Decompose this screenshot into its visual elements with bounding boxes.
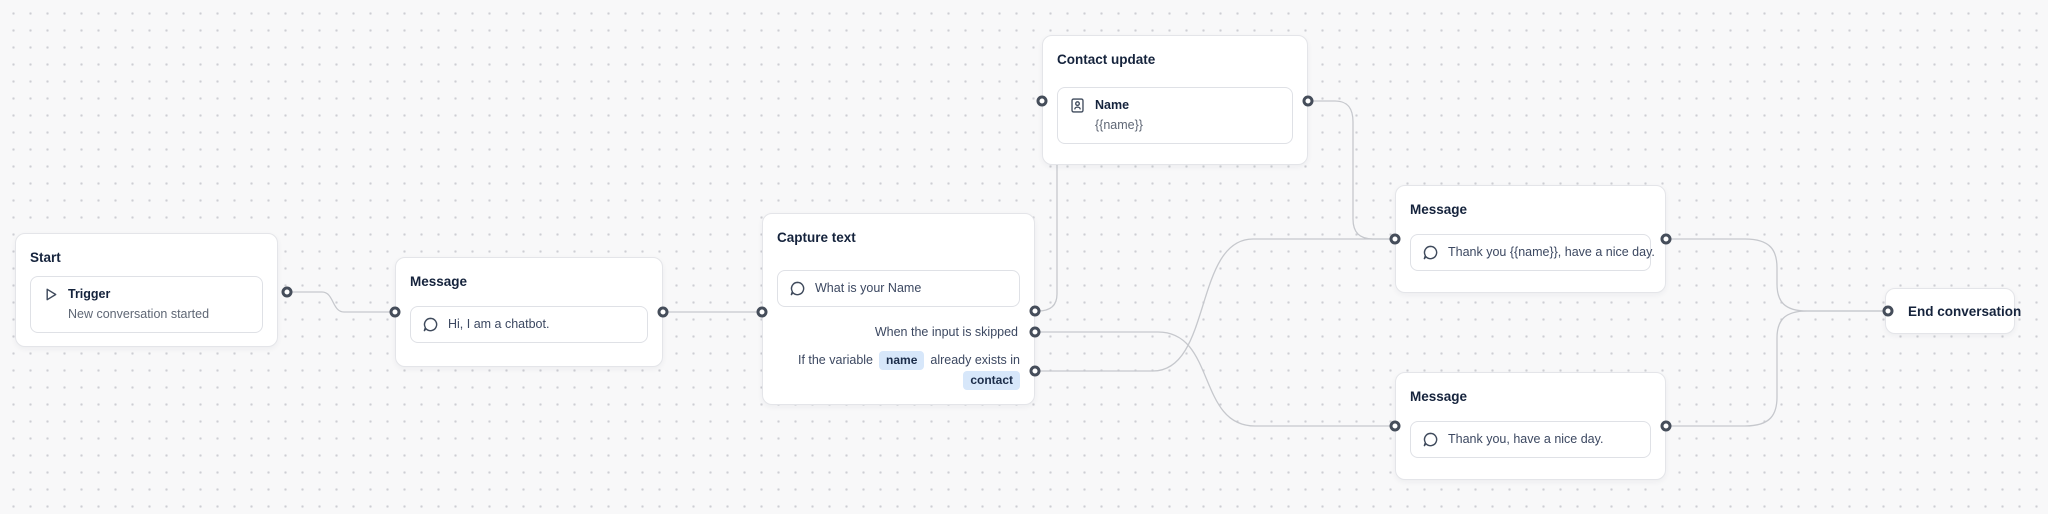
chat-bubble-icon xyxy=(1422,431,1439,448)
message-text: Thank you, have a nice day. xyxy=(1448,432,1604,446)
node-message-intro[interactable]: Message Hi, I am a chatbot. xyxy=(395,257,663,367)
port-contact-update-input[interactable] xyxy=(1036,95,1048,107)
message-text: Hi, I am a chatbot. xyxy=(448,317,550,331)
node-start[interactable]: Start Trigger New conversation started xyxy=(15,233,278,347)
capture-skipped-label: When the input is skipped xyxy=(874,325,1018,339)
capture-prompt: What is your Name xyxy=(815,281,922,295)
node-message-thanks[interactable]: Message Thank you, have a nice day. xyxy=(1395,372,1666,480)
port-contact-update-output[interactable] xyxy=(1302,95,1314,107)
node-end-conversation[interactable]: End conversation xyxy=(1885,288,2021,334)
node-title: Message xyxy=(1410,202,1468,217)
port-message-thanks-name-output[interactable] xyxy=(1660,233,1672,245)
capture-prompt-card[interactable]: What is your Name xyxy=(777,270,1020,307)
port-end-input[interactable] xyxy=(1882,305,1894,317)
port-message-thanks-name-input[interactable] xyxy=(1389,233,1401,245)
node-title: Message xyxy=(410,274,468,289)
chat-bubble-icon xyxy=(1422,244,1439,261)
node-title: Capture text xyxy=(777,230,856,245)
port-message-thanks-input[interactable] xyxy=(1389,420,1401,432)
node-contact-update[interactable]: Contact update Name {{name}} xyxy=(1042,35,1308,165)
message-text: Thank you {{name}}, have a nice day. xyxy=(1448,245,1655,259)
contact-field-card[interactable]: Name {{name}} xyxy=(1057,87,1293,144)
edge-start-to-message-intro[interactable] xyxy=(287,291,392,313)
message-card[interactable]: Thank you {{name}}, have a nice day. xyxy=(1410,234,1655,271)
node-title: Start xyxy=(30,250,61,265)
port-capture-output-exists[interactable] xyxy=(1029,365,1041,377)
edge-message-thanks-name-to-end[interactable] xyxy=(1669,238,1885,312)
port-start-output[interactable] xyxy=(281,286,293,298)
end-label: End conversation xyxy=(1908,303,2022,319)
variable-pill[interactable]: name xyxy=(879,350,925,370)
edge-capture-skipped-to-message-thanks[interactable] xyxy=(1038,331,1392,427)
port-message-intro-output[interactable] xyxy=(657,306,669,318)
trigger-label: Trigger xyxy=(68,287,111,301)
trigger-card[interactable]: Trigger New conversation started xyxy=(30,276,263,333)
port-capture-input[interactable] xyxy=(756,306,768,318)
condition-prefix: If the variable xyxy=(797,353,874,367)
edge-message-thanks-to-end[interactable] xyxy=(1669,310,1885,427)
chat-bubble-icon xyxy=(789,280,806,297)
trigger-description: New conversation started xyxy=(68,307,210,321)
port-message-intro-input[interactable] xyxy=(389,306,401,318)
field-value: {{name}} xyxy=(1095,118,1143,132)
node-title: Contact update xyxy=(1057,52,1156,67)
node-title: Message xyxy=(1410,389,1468,404)
edge-contact-update-to-message-thanks-name[interactable] xyxy=(1311,100,1392,240)
port-message-thanks-output[interactable] xyxy=(1660,420,1672,432)
message-card[interactable]: Thank you, have a nice day. xyxy=(1410,421,1651,458)
message-card[interactable]: Hi, I am a chatbot. xyxy=(410,306,648,343)
port-capture-output-skipped[interactable] xyxy=(1029,326,1041,338)
chat-bubble-icon xyxy=(422,316,439,333)
node-capture-text[interactable]: Capture text What is your Name When the … xyxy=(762,213,1035,405)
edge-capture-exists-to-message-thanks-name[interactable] xyxy=(1038,238,1392,372)
node-message-thanks-name[interactable]: Message Thank you {{name}}, have a nice … xyxy=(1395,185,1666,293)
scope-pill[interactable]: contact xyxy=(963,371,1020,390)
capture-exists-condition: If the variable name already exists in c… xyxy=(777,350,1020,390)
play-icon xyxy=(42,286,59,303)
contact-card-icon xyxy=(1069,97,1086,114)
port-capture-output-main[interactable] xyxy=(1029,305,1041,317)
condition-suffix: already exists in xyxy=(930,353,1020,367)
field-label: Name xyxy=(1095,98,1130,112)
